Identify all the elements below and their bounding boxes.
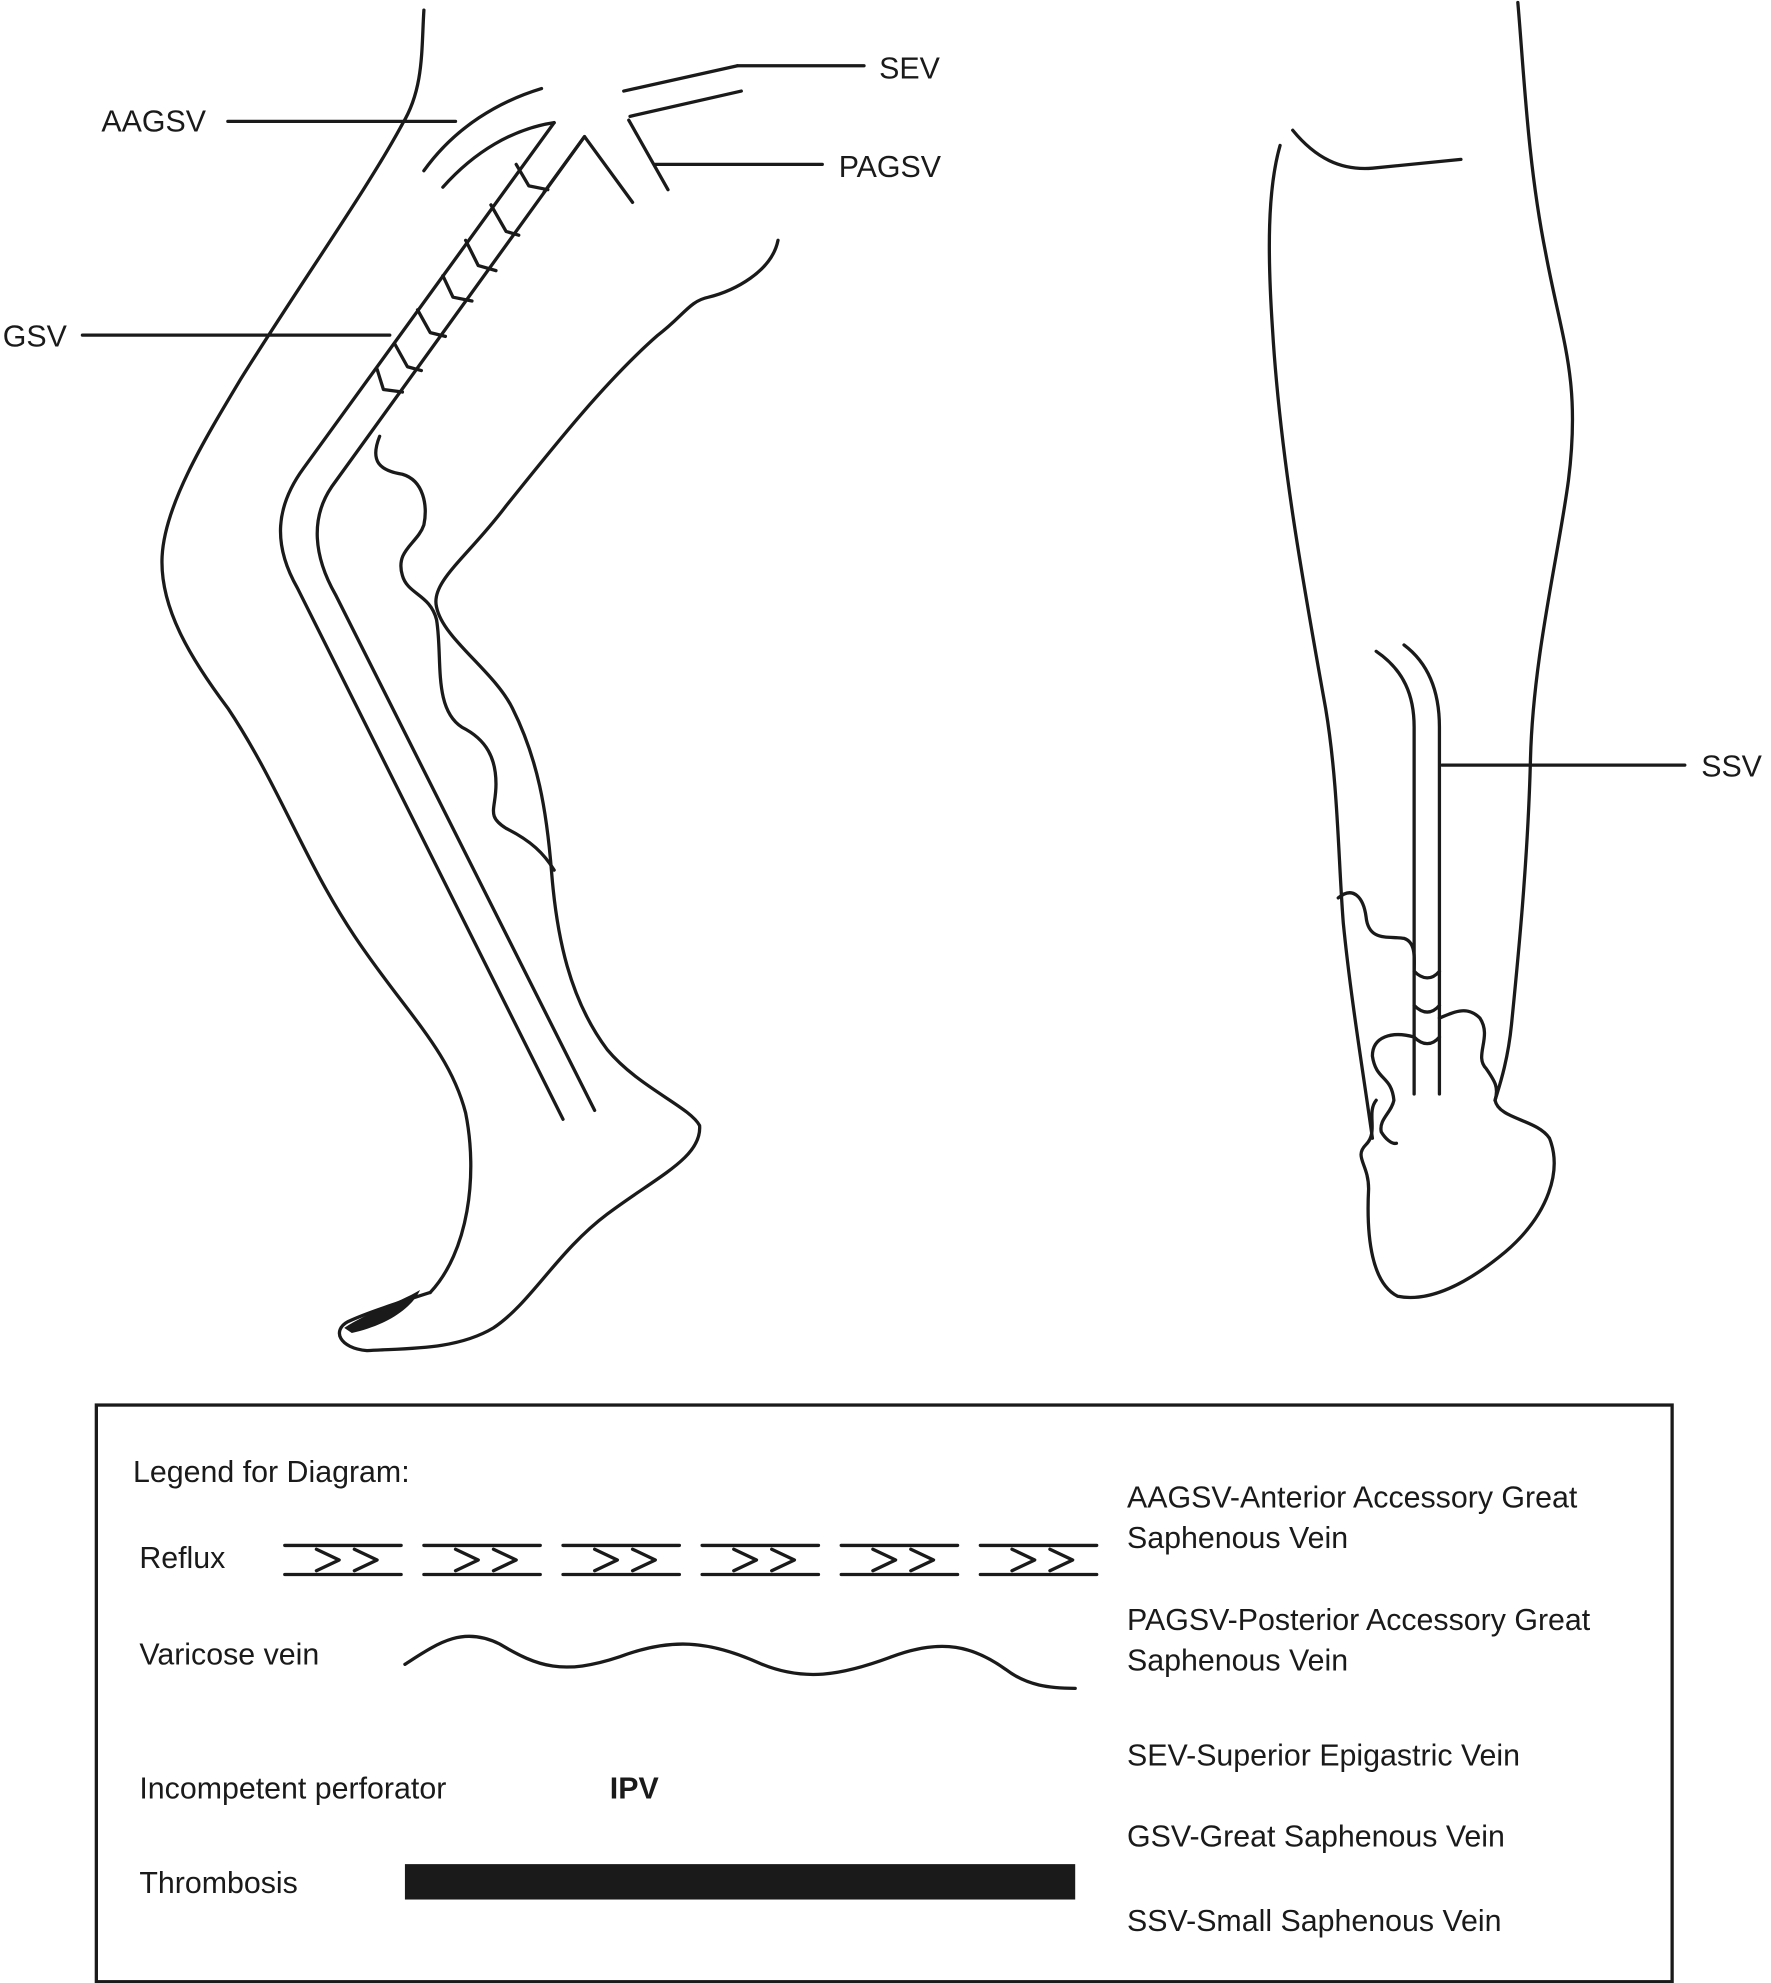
sev-vein-2 [628, 89, 743, 118]
varicose-vein-right-2 [1370, 1009, 1499, 1146]
def-gsv: GSV-Great Saphenous Vein [1127, 1820, 1505, 1853]
def-sev: SEV-Superior Epigastric Vein [1127, 1739, 1520, 1772]
reflux-segment [839, 1543, 960, 1577]
legend-ipv-symbol: IPV [610, 1772, 660, 1805]
def-pagsv-line2: Saphenous Vein [1127, 1645, 1348, 1678]
reflux-segment [561, 1543, 682, 1577]
def-ssv: SSV-Small Saphenous Vein [1127, 1905, 1501, 1938]
def-aagsv-line2: Saphenous Vein [1127, 1522, 1348, 1555]
ssv-reflux-marks [1412, 969, 1442, 1046]
def-aagsv-line1: AAGSV-Anterior Accessory Great [1127, 1481, 1578, 1514]
reflux-segment [700, 1543, 821, 1577]
left-leg-front-outline [160, 8, 473, 1295]
legend-varicose-symbol [403, 1634, 1077, 1690]
ssv-line-left [1374, 649, 1416, 1096]
reflux-segment [978, 1543, 1099, 1577]
gsv-outer-line [278, 121, 565, 1121]
aagsv-vein-arc-2 [441, 121, 556, 189]
aagsv-vein-arc-1 [422, 86, 544, 173]
right-leg-left-outline [1267, 143, 1375, 1140]
def-pagsv-line1: PAGSV-Posterior Accessory Great [1127, 1604, 1591, 1637]
varicose-vein-left [374, 434, 556, 872]
label-gsv: GSV [3, 321, 68, 354]
legend-border [94, 1403, 1674, 1983]
legend-ipv-label: Incompetent perforator [139, 1772, 446, 1805]
sev-vein-1 [622, 64, 740, 93]
legend-thrombosis-label: Thrombosis [139, 1867, 298, 1900]
left-leg-medial-view: SEV AAGSV PAGSV GSV [3, 8, 942, 1353]
varicose-vein-right [1336, 891, 1416, 973]
gsv-peak [542, 134, 635, 204]
legend-thrombosis-symbol [404, 1864, 1076, 1900]
label-aagsv: AAGSV [101, 106, 206, 139]
ssv-line-right [1402, 643, 1442, 1096]
pagsv-vein [627, 118, 670, 192]
label-pagsv: PAGSV [839, 151, 942, 184]
label-ssv: SSV [1701, 751, 1762, 784]
legend-title: Legend for Diagram: [133, 1456, 410, 1489]
left-leg-back-outline [337, 238, 780, 1353]
gsv-inner-line [315, 134, 597, 1113]
legend-reflux-symbol [283, 1543, 1099, 1577]
right-foot-outline [1359, 1098, 1556, 1300]
legend-varicose-label: Varicose vein [139, 1638, 319, 1671]
thrombosis-toe-mark [344, 1289, 421, 1333]
legend-box: Legend for Diagram: Reflux Varicose vein… [94, 1403, 1674, 1983]
right-leg-posterior-view: SSV [1267, 0, 1763, 1300]
right-leg-right-outline [1493, 0, 1575, 1102]
reflux-segment [422, 1543, 542, 1577]
label-sev: SEV [879, 52, 940, 85]
reflux-segment [283, 1543, 403, 1577]
reflux-chevrons [375, 162, 550, 394]
right-leg-buttock-curve [1291, 128, 1463, 171]
legend-reflux-label: Reflux [139, 1542, 225, 1575]
